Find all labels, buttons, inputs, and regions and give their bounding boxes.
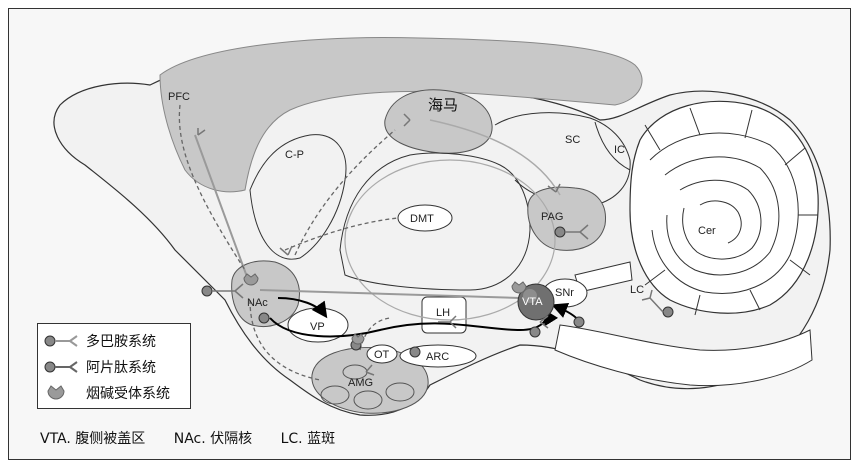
- label-ic: IC: [614, 144, 625, 156]
- label-vp: VP: [310, 321, 325, 333]
- synapse-forks: [197, 113, 664, 376]
- label-ot: OT: [374, 349, 390, 361]
- nicotinic-receptor-vta: [511, 281, 527, 294]
- striatum-outline: [249, 134, 347, 260]
- dopamine-path-mesolimbic: [259, 289, 521, 299]
- opioid-path-ot: [359, 317, 391, 351]
- legend-item-opioid: 阿片肽系统: [44, 354, 184, 380]
- colliculus-divider: [594, 121, 631, 171]
- legend-label: 烟碱受体系统: [86, 386, 170, 402]
- thalamus-outline: [339, 152, 531, 291]
- label-pfc: PFC: [168, 91, 190, 103]
- amg-nucleus-3: [385, 382, 415, 402]
- amg-nucleus-1: [320, 385, 350, 405]
- label-arc: ARC: [426, 351, 449, 363]
- legend-label: 阿片肽系统: [86, 360, 156, 376]
- amg-nucleus-2: [353, 390, 383, 410]
- label-cp: C-P: [285, 149, 304, 161]
- circular-tract: [344, 159, 556, 321]
- arrow-nac-to-vp: [277, 297, 328, 319]
- opioid-neuron-icon: [44, 361, 78, 373]
- label-nac: NAc: [247, 297, 268, 309]
- legend-item-nicotinic: 烟碱受体系统: [44, 380, 184, 406]
- label-dmt: DMT: [410, 213, 434, 225]
- label-lc: LC: [630, 284, 644, 296]
- legend-item-dopamine: 多巴胺系统: [44, 328, 184, 354]
- opioid-path-dmt: [284, 217, 399, 251]
- caption-nac: NAc. 伏隔核: [173, 431, 253, 447]
- ot-region: [366, 344, 398, 364]
- nicotinic-receptor-icon: [47, 385, 65, 400]
- dopamine-path-pfc: [194, 134, 251, 286]
- brainstem-region: [554, 324, 813, 387]
- legend-label: 多巴胺系统: [86, 334, 156, 350]
- label-vta: VTA: [522, 296, 543, 308]
- caption: VTA. 腹侧被盖区 NAc. 伏隔核 LC. 蓝斑: [40, 428, 359, 448]
- cerebellum-region: [629, 100, 819, 316]
- opioid-path-cp: [294, 129, 396, 256]
- label-lh: LH: [436, 307, 450, 319]
- nicotinic-receptor-nac: [243, 273, 259, 286]
- opioid-path-amg: [249, 299, 321, 381]
- label-snr: SNr: [555, 287, 574, 299]
- dopamine-neuron-icon: [44, 335, 78, 347]
- dopamine-path-hippocampus: [429, 119, 561, 196]
- label-hippocampus: 海马: [428, 96, 458, 114]
- vta-highlight: [523, 289, 537, 303]
- amg-region: [311, 346, 429, 414]
- label-pag: PAG: [541, 211, 563, 223]
- legend: 多巴胺系统 阿片肽系统 烟碱受体系统: [37, 323, 191, 409]
- cortex-region: [159, 36, 643, 193]
- opioid-path-pfc: [178, 104, 246, 271]
- label-cer: Cer: [698, 225, 716, 237]
- caption-vta: VTA. 腹侧被盖区: [40, 431, 146, 447]
- label-sc: SC: [565, 134, 580, 146]
- label-amg: AMG: [348, 377, 373, 389]
- dmt-region: [397, 204, 453, 232]
- caption-lc: LC. 蓝斑: [280, 431, 336, 447]
- nicotinic-receptor-ot: [351, 333, 365, 345]
